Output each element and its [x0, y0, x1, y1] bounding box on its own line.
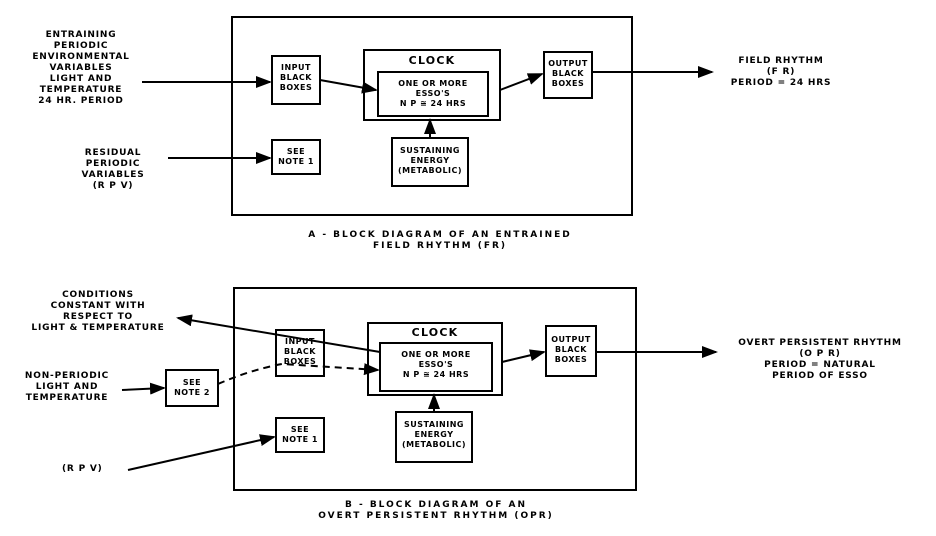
a-arrow-to-clock	[319, 79, 378, 94]
a-field-rhythm-label: FIELD RHYTHM(F R)PERIOD = 24 HRS	[730, 56, 832, 88]
a-arrow-to-output	[499, 73, 544, 91]
b-dashed-note2	[217, 362, 380, 385]
a-clock-title: CLOCK	[408, 54, 456, 67]
a-output-box	[543, 51, 593, 99]
a-note1-box	[271, 139, 321, 175]
b-input-box	[275, 329, 325, 377]
b-frame	[233, 287, 637, 491]
b-clock-title: CLOCK	[411, 326, 459, 339]
b-arrow-conditions	[176, 314, 381, 353]
a-clock-inner	[377, 71, 489, 117]
b-rpv-label: (R P V)	[62, 464, 103, 474]
b-arrow-to-output	[501, 349, 546, 363]
b-opr-label: OVERT PERSISTENT RHYTHM(O P R)PERIOD = N…	[738, 338, 902, 381]
b-arrow-rpv	[127, 434, 276, 471]
a-frame	[231, 16, 633, 216]
b-arrow-nonperiodic	[121, 382, 166, 395]
b-clock-inner	[379, 342, 493, 392]
b-note1-box	[275, 417, 325, 453]
b-note2-box	[165, 369, 219, 407]
